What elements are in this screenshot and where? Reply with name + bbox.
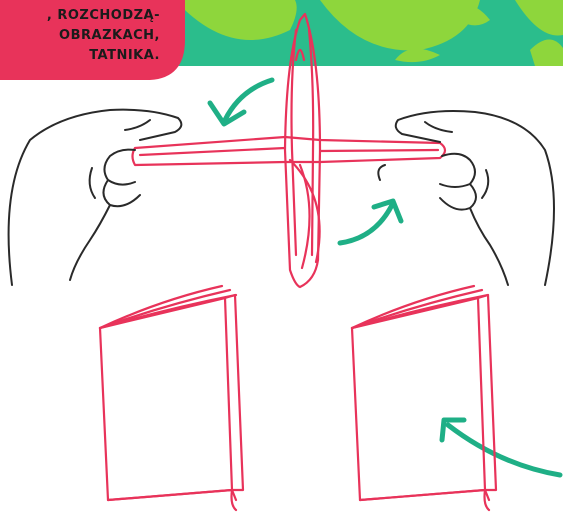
instruction-caption: , ROZCHODZĄ- OBRAZKACH, TATNIKA.: [0, 6, 160, 66]
arrow-curved-icon: [442, 420, 560, 475]
caption-line: OBRAZKACH,: [0, 26, 160, 46]
arrow-curved-icon: [210, 80, 272, 124]
hand-left-icon: [9, 110, 182, 285]
booklet-icon: [100, 286, 243, 510]
hand-right-icon: [378, 111, 554, 285]
caption-line: , ROZCHODZĄ-: [0, 6, 160, 26]
caption-line: TATNIKA.: [0, 46, 160, 66]
arrow-curved-icon: [340, 201, 401, 243]
booklet-icon: [352, 286, 496, 510]
